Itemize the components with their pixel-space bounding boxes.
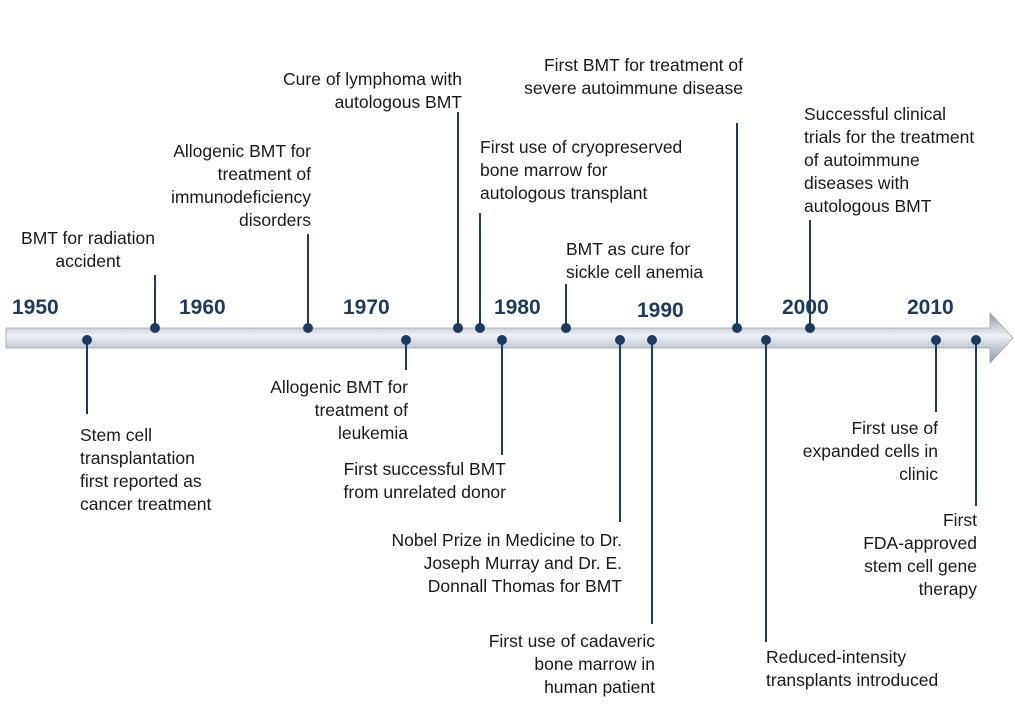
event-label-lymphoma-cure: Cure of lymphoma with autologous BMT xyxy=(283,69,462,112)
event-dot-radiation-accident xyxy=(150,323,160,333)
event-label-stem-cell-cancer: Stem cell transplantation first reported… xyxy=(80,425,212,514)
event-label-cadaveric: First use of cadaveric bone marrow in hu… xyxy=(488,631,655,697)
decade-label-1980: 1980 xyxy=(494,296,541,319)
event-label-unrelated-donor: First successful BMT from unrelated dono… xyxy=(343,459,506,502)
event-label-gene-therapy: First FDA-approved stem cell gene therap… xyxy=(863,510,977,599)
event-dot-immunodeficiency xyxy=(303,323,313,333)
event-label-immunodeficiency: Allogenic BMT for treatment of immunodef… xyxy=(170,141,311,230)
event-dot-cadaveric xyxy=(647,335,657,345)
event-label-reduced-intensity: Reduced-intensity transplants introduced xyxy=(766,647,939,690)
event-label-radiation-accident: BMT for radiation accident xyxy=(21,228,155,271)
decade-label-2000: 2000 xyxy=(782,296,829,319)
event-label-autoimmune-first: First BMT for treatment of severe autoim… xyxy=(524,55,743,98)
event-dot-unrelated-donor xyxy=(497,335,507,345)
decade-label-1950: 1950 xyxy=(12,296,59,319)
event-label-leukemia: Allogenic BMT for treatment of leukemia xyxy=(270,377,408,443)
event-label-nobel-prize: Nobel Prize in Medicine to Dr. Joseph Mu… xyxy=(391,530,622,596)
event-dot-reduced-intensity xyxy=(761,335,771,345)
event-dot-expanded-cells xyxy=(931,335,941,345)
event-label-cryopreserved: First use of cryopreserved bone marrow f… xyxy=(480,137,683,203)
event-dot-nobel-prize xyxy=(615,335,625,345)
event-dot-autoimmune-first xyxy=(732,323,742,333)
decade-label-1990: 1990 xyxy=(637,299,684,322)
decade-label-2010: 2010 xyxy=(907,296,954,319)
event-connectors xyxy=(82,112,981,642)
event-dot-sickle-cell xyxy=(561,323,571,333)
event-dot-lymphoma-cure xyxy=(453,323,463,333)
event-dot-leukemia xyxy=(401,335,411,345)
event-dot-cryopreserved xyxy=(475,323,485,333)
timeline-arrow xyxy=(5,311,1014,365)
decade-label-1970: 1970 xyxy=(343,296,390,319)
decade-label-1960: 1960 xyxy=(179,296,226,319)
event-label-clinical-trials: Successful clinical trials for the treat… xyxy=(804,104,975,216)
event-label-sickle-cell: BMT as cure for sickle cell anemia xyxy=(566,239,704,282)
event-label-expanded-cells: First use of expanded cells in clinic xyxy=(802,418,938,484)
event-dot-stem-cell-cancer xyxy=(82,335,92,345)
event-dot-clinical-trials xyxy=(805,323,815,333)
event-dot-gene-therapy xyxy=(971,335,981,345)
